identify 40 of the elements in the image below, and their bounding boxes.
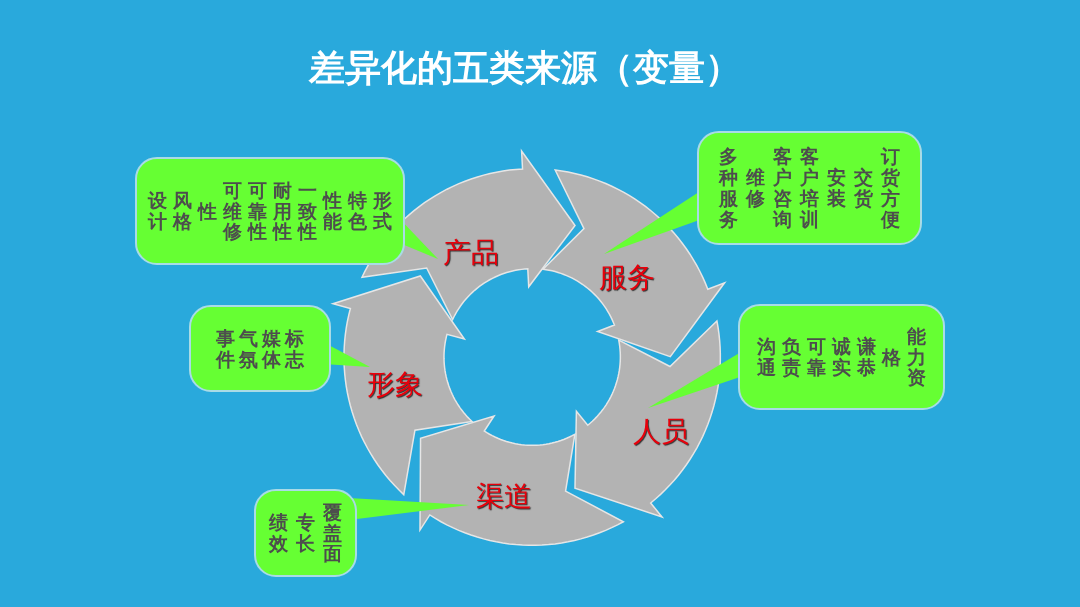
vertical-text: 格 [882,346,901,368]
vertical-text: 标志 [285,327,304,370]
speech-bubble [254,489,357,577]
vertical-text: 气氛 [239,327,258,370]
vertical-text: 绩效 [269,512,288,554]
vertical-text: 安装 [827,167,846,209]
vertical-text: 能力资 [907,325,926,389]
vertical-text: 一致性 [298,179,317,243]
vertical-text: 客户咨询 [773,146,792,230]
vertical-text: 交货 [854,167,873,209]
vertical-text: 多种服务 [719,146,738,230]
speech-bubble [135,157,405,265]
arrow-label: 形象 [367,371,423,399]
vertical-text: 设计 [148,190,167,232]
vertical-text: 媒体 [262,327,281,370]
arrow-label: 服务 [599,264,655,292]
vertical-text: 订货方便 [881,146,900,230]
speech-bubble [189,305,331,392]
vertical-text: 专长 [296,512,315,554]
title: 差异化的五类来源（变量） [307,46,742,90]
arrow-label: 产品 [443,239,499,267]
vertical-text: 形式 [373,190,392,232]
vertical-text: 可靠性 [248,179,267,243]
vertical-text: 风格 [173,190,192,232]
arrow-label: 人员 [633,418,689,446]
vertical-text: 覆盖面 [323,501,342,565]
vertical-text: 性 [198,200,217,222]
vertical-text: 可靠 [807,336,826,378]
vertical-text: 可维修 [223,179,242,243]
vertical-text: 特色 [348,190,367,232]
vertical-text: 谦恭 [857,336,876,378]
vertical-text: 客户培训 [800,146,819,230]
vertical-text: 负责 [782,336,801,378]
vertical-text: 诚实 [832,336,851,378]
vertical-text: 事件 [216,327,235,370]
vertical-text: 沟通 [757,336,776,378]
vertical-text: 性能 [323,190,342,232]
vertical-text: 维修 [746,167,765,209]
arrow-label: 渠道 [476,483,532,511]
vertical-text: 耐用性 [273,179,292,243]
